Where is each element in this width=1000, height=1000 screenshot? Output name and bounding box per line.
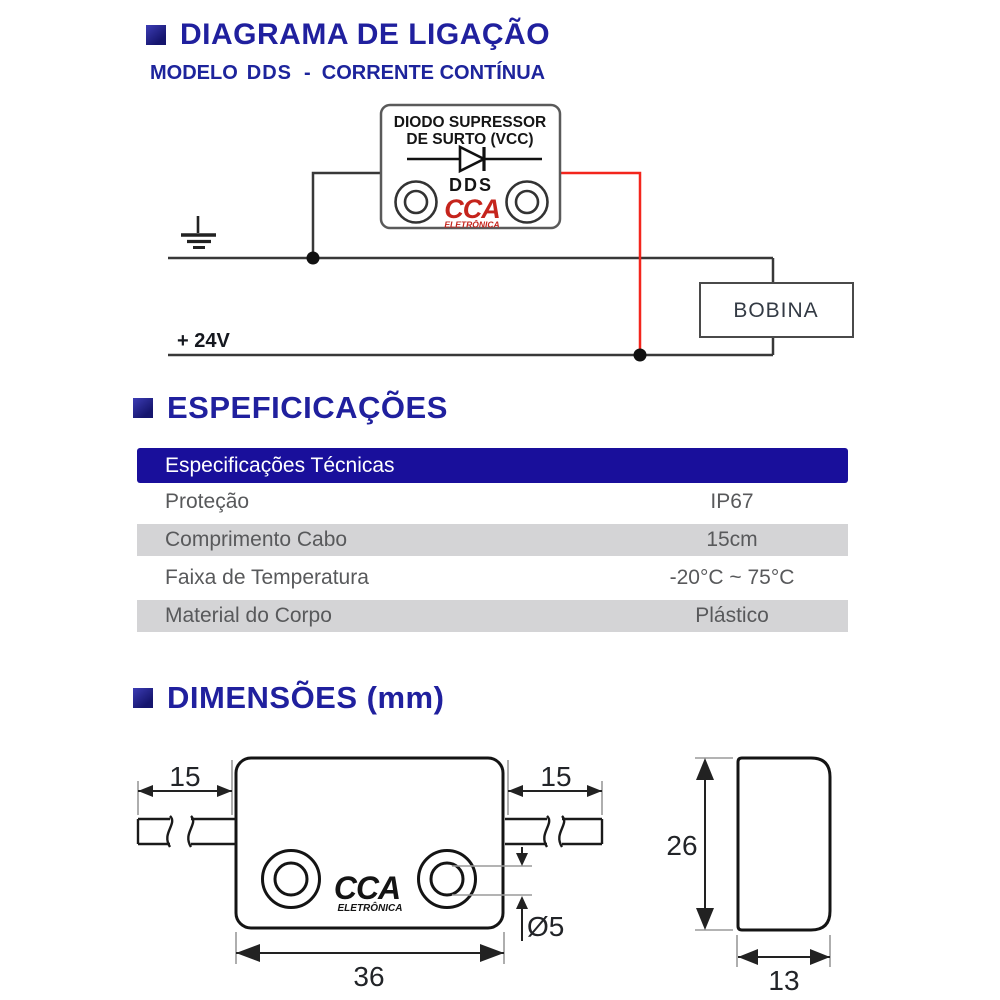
brand-logo: CCA [444,194,500,224]
dim-body-width: 36 [235,932,505,992]
svg-text:26: 26 [666,830,697,861]
wiring-diagram: DIODO SUPRESSOR DE SURTO (VCC) DDS CCA E… [168,103,854,362]
square-bullet-icon [133,688,153,708]
brand-sub-logo: ELETRÔNICA [338,901,403,914]
mounting-hole-icon [261,849,477,909]
section-heading-wiring: DIAGRAMA DE LIGAÇÃO [146,18,550,52]
svg-text:36: 36 [353,961,384,992]
device-positive-wire [560,171,642,353]
dim-body-depth: 13 [736,935,831,996]
row-value: Plástico [695,604,769,627]
svg-text:Ø5: Ø5 [527,911,564,942]
brand-sub-logo: ELETRÔNICA [444,219,499,230]
model-label: MODELO [150,62,238,84]
dim-cable-right: 15 [507,760,603,815]
row-value: -20°C ~ 75°C [669,566,795,589]
dimension-front-view: 15 15 CCA ELETRÔNICA [136,756,604,992]
square-bullet-icon [133,398,153,418]
table-row: Faixa de Temperatura -20°C ~ 75°C [137,559,848,597]
dds-device: DIODO SUPRESSOR DE SURTO (VCC) DDS CCA E… [379,103,562,230]
specs-heading: ESPEFICICAÇÕES [167,390,448,425]
supply-label: + 24V [177,330,230,352]
specs-table: Especificações Técnicas Proteção IP67 Co… [137,448,848,635]
table-header-row: Especificações Técnicas [137,448,848,483]
bobina-box: BOBINA [699,282,854,338]
row-label: Faixa de Temperatura [165,566,369,589]
page-title: DIAGRAMA DE LIGAÇÃO [180,18,551,51]
junction-dot [306,251,320,265]
cable-left [136,815,236,848]
dimensions-heading: DIMENSÕES (mm) [167,680,445,715]
load-label: BOBINA [733,299,818,322]
table-row: Comprimento Cabo 15cm [137,521,848,559]
dim-cable-left: 15 [137,760,233,815]
device-negative-wire [311,171,381,258]
device-model: DDS [449,175,493,195]
row-label: Material do Corpo [165,604,332,627]
cable-right [505,815,604,848]
row-label: Proteção [165,490,250,513]
dim-hole-diameter: Ø5 [452,847,564,942]
section-heading-specs: ESPEFICICAÇÕES [133,390,448,426]
current-type-label: - CORRENTE CONTÍNUA [304,62,546,84]
table-header-label: Especificações Técnicas [165,453,395,477]
table-row: Proteção IP67 [137,483,848,521]
row-value: IP67 [710,490,754,513]
model-subtitle: MODELO DDS - CORRENTE CONTÍNUA [150,62,545,85]
row-label: Comprimento Cabo [165,528,348,551]
svg-text:15: 15 [169,761,200,792]
device-title-line2: DE SURTO (VCC) [406,131,533,148]
model-code: DDS [246,62,293,84]
svg-text:15: 15 [540,761,571,792]
table-row: Material do Corpo Plástico [137,597,848,635]
dimension-side-view: 26 13 [666,756,832,996]
row-value: 15cm [706,528,758,551]
device-title-line1: DIODO SUPRESSOR [394,114,546,131]
ground-icon [181,216,216,249]
dim-body-height: 26 [666,757,733,931]
brand-logo: CCA [334,870,400,906]
square-bullet-icon [146,25,166,45]
junction-dot [633,348,647,362]
diode-icon [407,144,542,174]
svg-text:13: 13 [768,965,799,996]
section-heading-dimensions: DIMENSÕES (mm) [133,680,444,716]
mounting-hole-icon [394,180,549,224]
